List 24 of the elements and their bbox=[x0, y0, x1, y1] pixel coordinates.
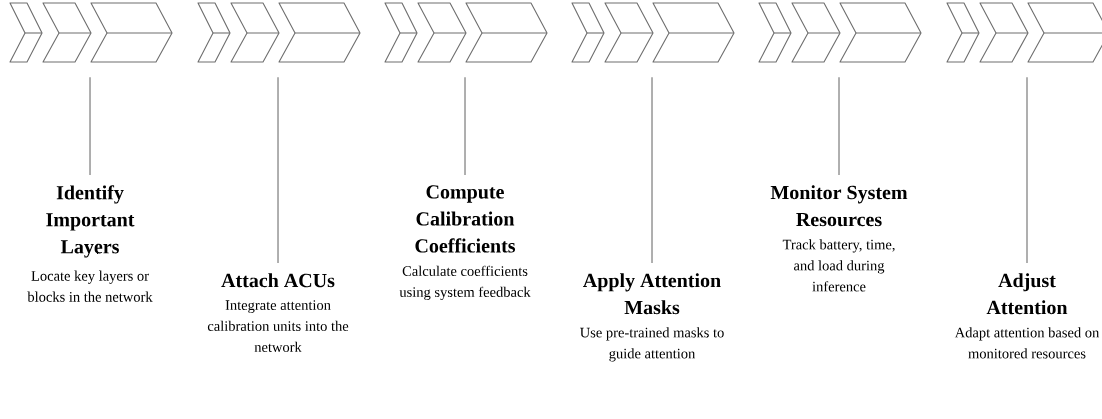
step-description: Integrate attention calibration units into the network bbox=[207, 300, 349, 352]
step-heading: Adjust Attention bbox=[986, 273, 1068, 315]
connector-line bbox=[651, 76, 653, 264]
connector-line bbox=[838, 76, 840, 176]
step-heading: Identify Important Layers bbox=[46, 185, 135, 258]
step-heading: Compute Calibration Coefficients bbox=[415, 185, 516, 253]
step-heading: Monitor System Resources bbox=[770, 185, 908, 227]
step-description: Track battery, time, and load during inference bbox=[782, 239, 895, 292]
chevron-drawing bbox=[9, 2, 173, 63]
connector-line bbox=[89, 76, 91, 176]
chevron-drawing bbox=[946, 2, 1102, 63]
step-description: Adapt attention based on monitored resources bbox=[954, 327, 1100, 359]
connector-line bbox=[1026, 76, 1028, 264]
chevron-drawing bbox=[384, 2, 548, 63]
step-description: Use pre-trained masks to guide attention bbox=[580, 327, 724, 362]
connector-line bbox=[277, 76, 279, 264]
step-description: Calculate coefficients using system feedback bbox=[399, 265, 531, 300]
step-heading: Apply Attention Masks bbox=[583, 273, 721, 315]
chevron-drawing bbox=[758, 2, 922, 63]
connector-line bbox=[464, 76, 466, 176]
step-heading: Attach ACUs bbox=[221, 273, 335, 288]
chevron-drawing bbox=[197, 2, 361, 63]
step-description: Locate key layers or blocks in the network bbox=[27, 270, 153, 302]
chevron-drawing bbox=[571, 2, 735, 63]
